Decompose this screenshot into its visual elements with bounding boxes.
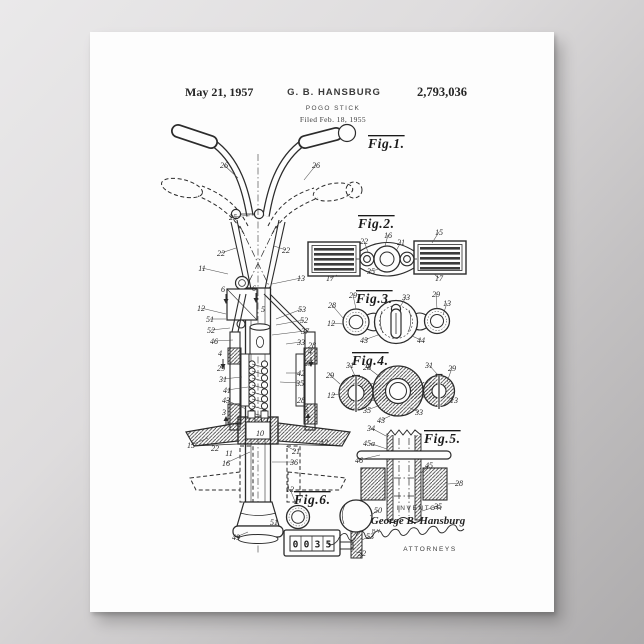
ref-number: 31 [218,375,227,384]
ref-number: 13 [443,299,451,308]
attorneys-caption: ATTORNEYS [403,546,457,553]
inventor-caption: INVENTOR [397,505,443,512]
ref-number: 46 [210,337,218,346]
ref-number: 29 [432,290,440,299]
ref-number: 52 [300,316,308,325]
ref-number: 35 [366,267,375,276]
ref-number: 51 [270,518,278,527]
ref-number: 28 [328,301,336,310]
ref-number: 29 [349,291,357,300]
ref-number: 25 [229,213,237,222]
patent-number: 2,793,036 [417,85,467,99]
counter-digit: 0 [293,540,299,551]
ref-number: 36 [289,458,298,467]
ref-number: 16 [384,231,392,240]
figure-label: Fig.5. [423,431,461,446]
ref-number: 4 [218,349,222,358]
figure-label: Fig.3. [355,291,393,306]
counter-digit: 5 [326,540,332,551]
ref-number: 13 [297,274,305,283]
figure-label: Fig.2. [357,216,395,231]
ref-number: 43 [360,336,368,345]
patent-inventor-header: G. B. HANSBURG [287,87,381,98]
leader-line [202,268,228,274]
ref-number: 53 [298,305,306,314]
ref-number: 10 [256,429,264,438]
figure-label: Fig.1. [367,136,405,151]
ref-number: 12 [327,391,335,400]
ref-number: 31 [345,361,354,370]
ref-number: 28 [363,363,371,372]
ref-number: 21 [292,447,300,456]
ref-number: 49 [232,533,240,542]
ref-number: 15 [187,441,195,450]
inventor-name: George B. Hansburg [371,515,466,527]
counter-digit: 0 [304,540,310,551]
ref-number: 37 [300,327,310,336]
ref-number: 12 [197,304,205,313]
ref-number: 11 [225,449,232,458]
ref-number: 29 [217,364,225,373]
ref-number: 33 [414,408,423,417]
patent-drawing: May 21, 1957 G. B. HANSBURG 2,793,036 PO… [90,32,554,612]
ref-number: 34 [366,424,375,433]
ref-number: 52 [358,549,366,558]
ref-number: 3 [221,408,226,417]
ref-number: 33 [401,293,410,302]
ref-number: 6 [252,284,256,293]
ref-number: 22 [217,249,225,258]
ref-number: 33 [296,338,305,347]
ref-number: 46 [355,456,363,465]
ref-number: 3 [303,405,308,414]
patent-poster: May 21, 1957 G. B. HANSBURG 2,793,036 PO… [90,32,554,612]
ref-number: 50 [374,506,382,515]
patent-date: May 21, 1957 [185,85,253,99]
by-label: BY [372,529,381,535]
ref-number: 28 [455,479,463,488]
ref-number: 6 [221,285,225,294]
ref-number: 13 [450,396,458,405]
ref-number: 31 [424,361,433,370]
ref-number: 15 [435,228,443,237]
ref-number: 22 [282,246,290,255]
ref-number: 28 [297,396,305,405]
patent-filed: Filed Feb. 18, 1955 [300,115,366,124]
ref-number: 29 [448,364,456,373]
ref-number: 16 [222,459,230,468]
ref-number: 35 [362,406,371,415]
ref-number: 5 [261,305,265,314]
ref-number: 52 [207,326,215,335]
ref-number: 17 [435,274,444,283]
reference-labels: Fig.1.Fig.2.Fig.3.Fig.4.Fig.5.Fig.6.2626… [187,136,463,558]
ref-number: 43 [222,396,230,405]
patent-title: POGO STICK [306,105,360,112]
ref-number: 12 [327,319,335,328]
ref-number: 12 [320,438,328,447]
ref-number: 21 [397,238,405,247]
ref-number: 11 [198,264,205,273]
counter-digit: 3 [315,540,321,551]
ref-number: 42 [297,369,305,378]
ref-number: 45a [363,439,375,448]
ref-number: 35 [295,379,304,388]
ref-number: 22 [211,444,219,453]
ref-number: 12 [286,485,294,494]
ref-number: 29 [326,371,334,380]
ref-number: 26 [220,161,228,170]
ref-number: 26 [312,161,320,170]
ref-number: 43 [377,416,385,425]
ref-number: 29 [304,359,312,368]
ref-number: 17 [326,274,335,283]
ref-number: 41 [223,386,231,395]
ref-number: 22 [360,237,368,246]
ref-number: 45 [425,461,433,470]
ref-number: 44 [417,336,425,345]
figure-label: Fig.6. [293,492,331,507]
ref-number: 51 [206,315,214,324]
ref-number: 4 [308,347,312,356]
